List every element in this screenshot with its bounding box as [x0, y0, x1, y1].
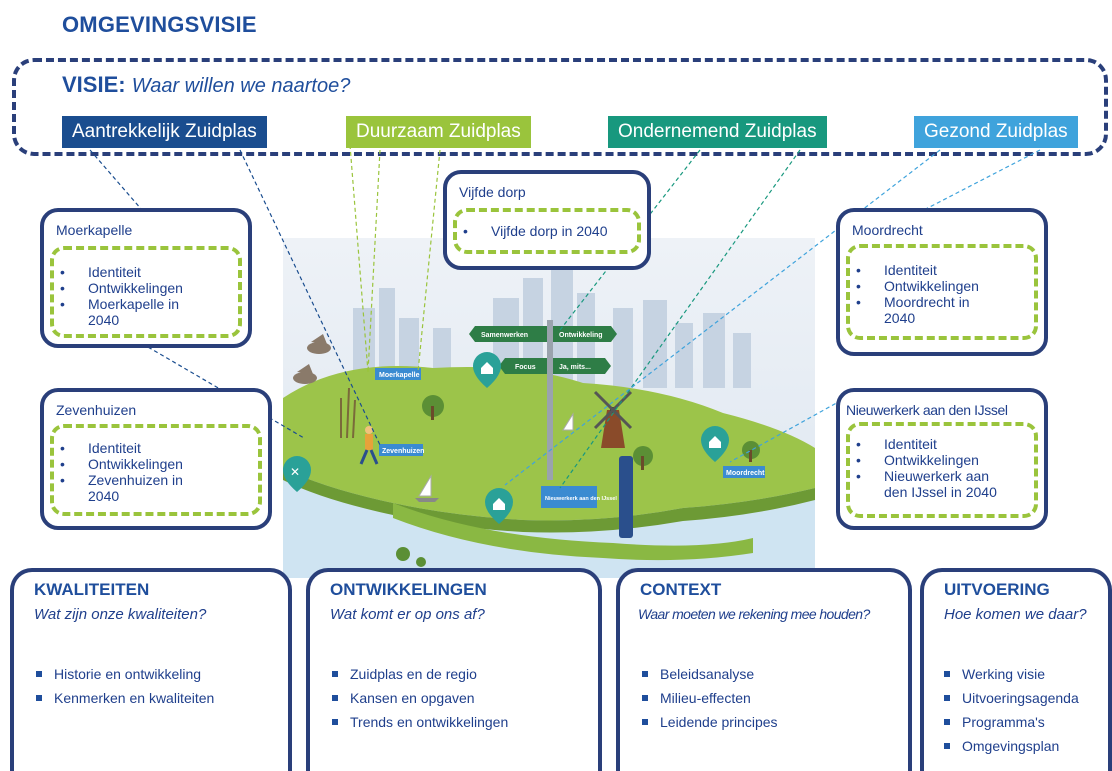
list-item: Kenmerken en kwaliteiten: [34, 686, 214, 710]
tools-marker-icon: ✕: [283, 456, 311, 492]
list-item: Historie en ontwikkeling: [34, 662, 214, 686]
moerkapelle-box: Moerkapelle Identiteit Ontwikkelingen Mo…: [40, 208, 252, 348]
list-item: Identiteit: [850, 436, 1034, 452]
svg-text:✕: ✕: [290, 465, 300, 479]
moerkapelle-list: Identiteit Ontwikkelingen Moerkapelle in…: [50, 246, 242, 338]
list-item: Leidende principes: [640, 710, 778, 734]
list-item: Werking visie: [942, 662, 1079, 686]
place-label-nieuwerkerk: Nieuwerkerk aan den IJssel: [545, 496, 617, 502]
list-item: Zevenhuizen in 2040: [54, 472, 208, 504]
list-item: Ontwikkelingen: [850, 452, 1034, 468]
list-item: Ontwikkelingen: [54, 280, 238, 296]
visie-question: Waar willen we naartoe?: [131, 75, 351, 97]
ontwikkelingen-title: ONTWIKKELINGEN: [330, 580, 487, 599]
list-item: Ontwikkelingen: [850, 278, 1034, 294]
list-item: Zuidplas en de regio: [330, 662, 508, 686]
ontwikkelingen-subtitle: Wat komt er op ons af?: [330, 606, 485, 623]
moerkapelle-title: Moerkapelle: [56, 222, 133, 238]
uitvoering-box: UITVOERING Hoe komen we daar? Werking vi…: [920, 568, 1112, 771]
list-item: Moordrecht in 2040: [850, 294, 994, 326]
context-subtitle: Waar moeten we rekening mee houden?: [638, 606, 870, 622]
walking-person-icon: [359, 426, 379, 465]
reeds-icon: [340, 387, 356, 439]
moordrecht-title: Moordrecht: [852, 222, 923, 238]
theme-gezond: Gezond Zuidplas: [914, 116, 1078, 148]
sign-label: Ontwikkeling: [559, 332, 603, 339]
sign-label: Focus: [515, 364, 536, 371]
page-title: OMGEVINGSVISIE: [62, 12, 257, 37]
vijfde-dorp-box: Vijfde dorp Vijfde dorp in 2040: [443, 170, 651, 270]
signpost-pole: [547, 320, 553, 480]
moordrecht-list: Identiteit Ontwikkelingen Moordrecht in …: [846, 244, 1038, 340]
list-item: Moerkapelle in 2040: [54, 296, 198, 328]
moordrecht-box: Moordrecht Identiteit Ontwikkelingen Moo…: [836, 208, 1048, 356]
vijfde-dorp-list: Vijfde dorp in 2040: [453, 208, 641, 254]
sailboat-icon: [415, 412, 574, 502]
uitvoering-title: UITVOERING: [944, 580, 1050, 599]
home-marker-icon: [473, 352, 501, 388]
theme-ondernemend: Ondernemend Zuidplas: [608, 116, 827, 148]
visie-frame: [12, 58, 1108, 156]
zevenhuizen-list: Identiteit Ontwikkelingen Zevenhuizen in…: [50, 424, 262, 516]
windmill-icon: [593, 390, 633, 448]
context-title: CONTEXT: [640, 580, 722, 599]
zevenhuizen-box: Zevenhuizen Identiteit Ontwikkelingen Ze…: [40, 388, 272, 530]
place-label-zevenhuizen: Zevenhuizen: [382, 448, 424, 455]
list-item: Beleidsanalyse: [640, 662, 778, 686]
geese-icon: [293, 334, 331, 384]
home-marker-icon: [485, 488, 513, 524]
list-item: Trends en ontwikkelingen: [330, 710, 508, 734]
nieuwerkerk-title: Nieuwerkerk aan den IJssel: [846, 402, 1008, 418]
zuidplas-illustration: Samenwerken Ontwikkeling Focus Ja, mits.…: [283, 238, 815, 578]
list-item: Identiteit: [54, 264, 238, 280]
list-item: Kansen en opgaven: [330, 686, 508, 710]
home-marker-icon: [701, 426, 729, 462]
list-item: Programma's: [942, 710, 1079, 734]
list-item: Ontwikkelingen: [54, 456, 258, 472]
list-item: Milieu-effecten: [640, 686, 778, 710]
kwaliteiten-subtitle: Wat zijn onze kwaliteiten?: [34, 606, 207, 623]
nieuwerkerk-list: Identiteit Ontwikkelingen Nieuwerkerk aa…: [846, 422, 1038, 518]
uitvoering-subtitle: Hoe komen we daar?: [944, 606, 1087, 623]
kwaliteiten-box: KWALITEITEN Wat zijn onze kwaliteiten? H…: [10, 568, 292, 771]
signpost-signs: Samenwerken Ontwikkeling Focus Ja, mits.…: [469, 326, 617, 374]
thermometer-icon: [619, 456, 633, 538]
place-label-moerkapelle: Moerkapelle: [379, 372, 420, 379]
zevenhuizen-title: Zevenhuizen: [56, 402, 137, 418]
context-box: CONTEXT Waar moeten we rekening mee houd…: [616, 568, 912, 771]
list-item: Identiteit: [850, 262, 1034, 278]
visie-keyword: VISIE:: [62, 72, 126, 97]
list-item: Nieuwerkerk aan den IJssel in 2040: [850, 468, 1014, 500]
place-label-moordrecht: Moordrecht: [726, 470, 765, 477]
list-item: Uitvoeringsagenda: [942, 686, 1079, 710]
sign-label: Ja, mits...: [559, 364, 591, 371]
nieuwerkerk-box: Nieuwerkerk aan den IJssel Identiteit On…: [836, 388, 1048, 530]
kwaliteiten-title: KWALITEITEN: [34, 580, 150, 599]
list-item: Omgevingsplan: [942, 734, 1079, 758]
list-item: Vijfde dorp in 2040: [457, 223, 637, 239]
vijfde-dorp-title: Vijfde dorp: [459, 184, 526, 200]
visie-heading: VISIE: Waar willen we naartoe?: [62, 72, 350, 98]
sign-label: Samenwerken: [481, 332, 528, 339]
theme-duurzaam: Duurzaam Zuidplas: [346, 116, 531, 148]
theme-aantrekkelijk: Aantrekkelijk Zuidplas: [62, 116, 267, 148]
list-item: Identiteit: [54, 440, 258, 456]
ontwikkelingen-box: ONTWIKKELINGEN Wat komt er op ons af? Zu…: [306, 568, 602, 771]
